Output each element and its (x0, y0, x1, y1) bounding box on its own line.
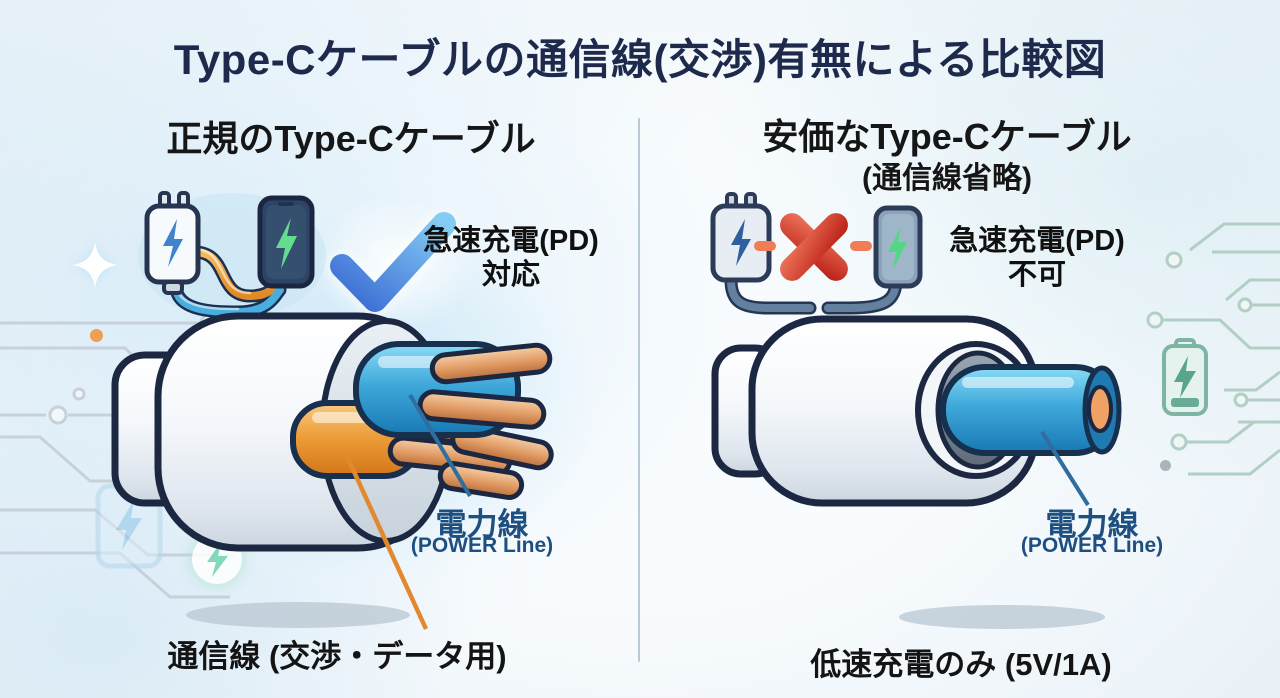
left-panel-heading: 正規のType-Cケーブル (166, 118, 536, 159)
phone-icon (257, 195, 315, 289)
circuit-icon-right (1146, 222, 1280, 476)
left-power-label: 電力線 (435, 507, 529, 542)
check-icon (330, 212, 456, 312)
right-power-label-en: (POWER Line) (1020, 534, 1164, 557)
sparkle-icon (72, 242, 118, 288)
power-line-pointer (1040, 430, 1090, 507)
right-charge-status-line2: 不可 (1007, 259, 1066, 291)
left-charge-status-line1: 急速充電(PD) (423, 225, 599, 257)
lightning-glyph (207, 542, 228, 577)
circuit-node-dot (1160, 460, 1171, 471)
cable-shadow (899, 605, 1105, 629)
cable-cross-section-left (111, 312, 554, 630)
bolt-icon (276, 218, 297, 269)
charger-icon (710, 192, 772, 283)
right-power-label: 電力線 (1045, 507, 1139, 542)
circuit-node-dot (90, 329, 103, 342)
left-charge-status: 急速充電(PD) 対応 (421, 224, 601, 292)
power-wire-blue (940, 364, 1122, 456)
comm-line-pointer (342, 451, 429, 630)
charger-phone-illustration-right (710, 192, 923, 315)
phone-icon (873, 205, 923, 289)
bolt-icon (888, 226, 907, 270)
right-charge-status: 急速充電(PD) 不可 (947, 224, 1127, 292)
left-power-label-en: (POWER Line) (410, 534, 554, 557)
bolt-icon (163, 219, 183, 267)
left-charge-status-line2: 対応 (481, 259, 540, 291)
charger-icon (144, 191, 201, 295)
copper-strands-upper (417, 342, 553, 430)
panel-divider (638, 118, 640, 662)
power-line-pointer (408, 393, 472, 498)
right-charge-status-line1: 急速充電(PD) (949, 225, 1125, 257)
cross-icon (780, 213, 848, 281)
circuit-icon-left (0, 313, 242, 599)
cross-dash-right (850, 241, 872, 251)
battery-icon-right (1162, 338, 1208, 416)
right-panel-subheading: (通信線省略) (862, 162, 1032, 195)
left-comm-label: 通信線 (交渉・データ用) (167, 639, 507, 674)
charger-phone-illustration-left (138, 191, 326, 319)
cross-dash-left (754, 241, 776, 251)
broken-cable (724, 273, 903, 315)
bolt-icon (731, 219, 751, 266)
page-title: Type-Cケーブルの通信線(交渉)有無による比較図 (173, 36, 1107, 83)
right-panel-heading: 安価なType-Cケーブル (762, 116, 1132, 157)
right-bottom-label: 低速充電のみ (5V/1A) (810, 647, 1112, 682)
copper-core (1087, 385, 1113, 433)
cable-cross-section-right (711, 315, 1122, 629)
cable-shadow (186, 602, 410, 628)
